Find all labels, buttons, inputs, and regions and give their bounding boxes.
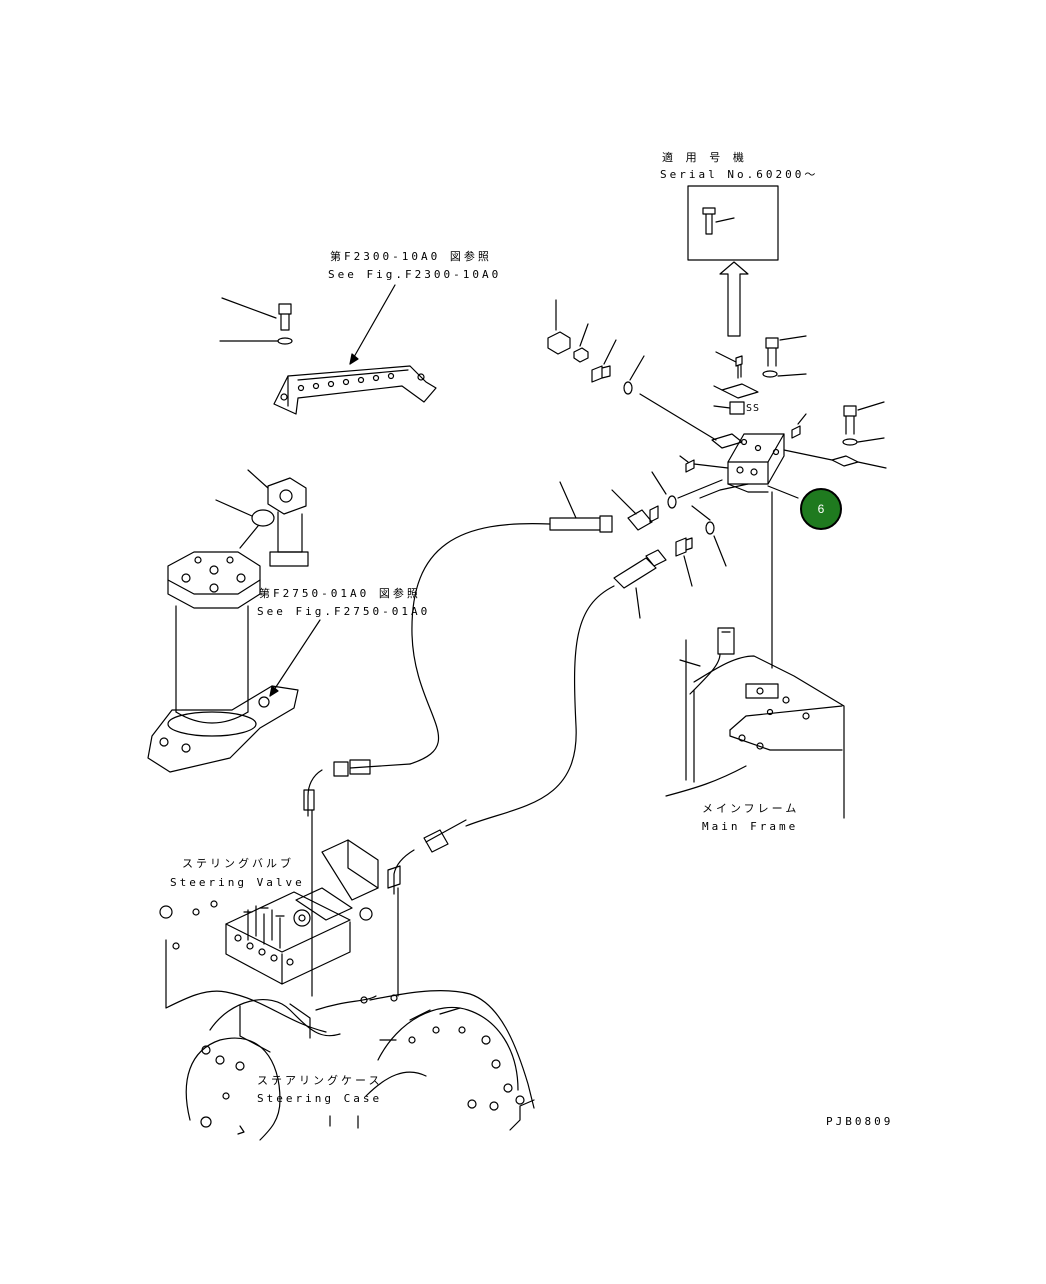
ref-bracket-en: See Fig.F2300-10A0 [328, 268, 502, 281]
ref-bracket-jp: 第F2300-10A0 図参照 [330, 250, 492, 263]
filter-assembly [147, 469, 321, 773]
ref-filter-jp: 第F2750-01A0 図参照 [259, 587, 421, 600]
main-frame [665, 627, 845, 819]
ss-label: SS [746, 403, 761, 414]
steering-assembly [159, 839, 535, 1141]
steering-case-en: Steering Case [257, 1092, 383, 1105]
serial-inset [687, 185, 779, 337]
steering-valve-jp: ステリングバルブ [182, 857, 294, 870]
main-frame-jp: メインフレーム [702, 802, 800, 815]
hoses [303, 491, 773, 997]
up-arrow-icon [719, 261, 749, 337]
ref-filter-en: See Fig.F2750-01A0 [257, 605, 431, 618]
manifold-block [547, 299, 887, 619]
bracket-assembly [219, 284, 437, 415]
part-callout-6[interactable]: 6 [800, 488, 842, 530]
steering-case-jp: ステアリングケース [257, 1074, 383, 1087]
applicable-label: 適 用 号 機 [662, 151, 747, 164]
steering-valve-en: Steering Valve [170, 876, 305, 889]
main-frame-en: Main Frame [702, 820, 799, 833]
drawing-code: PJB0809 [826, 1115, 894, 1128]
serial-label: Serial No.60200～ [660, 168, 819, 181]
